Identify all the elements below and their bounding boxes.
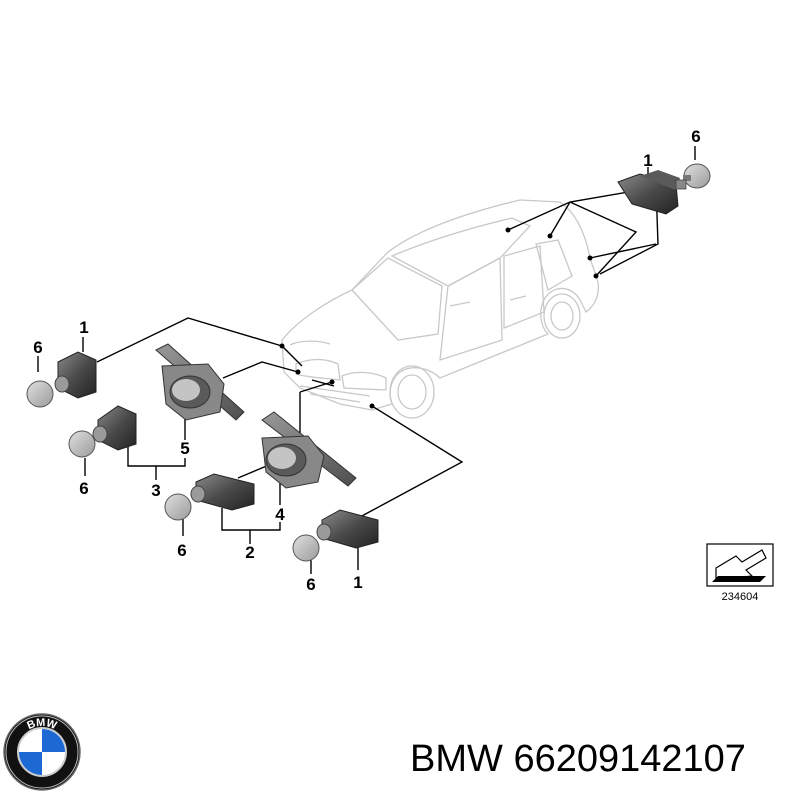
car-outline <box>281 199 600 419</box>
callout-2: 2 <box>245 543 254 562</box>
sensor-bottom-left <box>190 473 255 511</box>
sensor-bottom <box>316 509 379 549</box>
reference-number: 234604 <box>722 591 759 603</box>
bmw-logo: BMW <box>3 713 81 791</box>
cap-top-right <box>683 163 711 189</box>
logo-lettering: BMW <box>25 717 58 732</box>
leader-lines <box>96 185 659 518</box>
leader-dots <box>279 227 599 409</box>
callout-3: 3 <box>151 481 160 500</box>
callout-ticks <box>37 146 696 574</box>
callout-1-top: 1 <box>643 151 652 170</box>
callout-1-bottom: 1 <box>353 573 362 592</box>
part-number: 66209142107 <box>513 738 746 780</box>
part-caption: BMW 66209142107 <box>410 738 746 781</box>
callout-6-bottom: 6 <box>306 575 315 594</box>
callout-6-left-top: 6 <box>33 338 42 357</box>
callout-4: 4 <box>275 505 285 524</box>
sensor-top-right <box>617 170 687 215</box>
callout-6-left-mid: 6 <box>79 479 88 498</box>
callout-1-left: 1 <box>79 318 88 337</box>
callout-6-left-bottom: 6 <box>177 541 186 560</box>
bracket-upper <box>155 343 245 421</box>
reference-box: 234604 <box>706 543 774 603</box>
bracket-lower <box>261 411 357 489</box>
cap-left-top <box>26 380 54 408</box>
cap-left-mid <box>68 430 96 458</box>
callout-6-top: 6 <box>691 127 700 146</box>
cap-left-bottom <box>164 493 192 521</box>
sensor-left-mid <box>92 405 137 451</box>
sensor-left-top <box>54 351 97 399</box>
callout-5: 5 <box>180 439 189 458</box>
brand-name: BMW <box>410 738 503 780</box>
cap-bottom <box>292 534 320 562</box>
